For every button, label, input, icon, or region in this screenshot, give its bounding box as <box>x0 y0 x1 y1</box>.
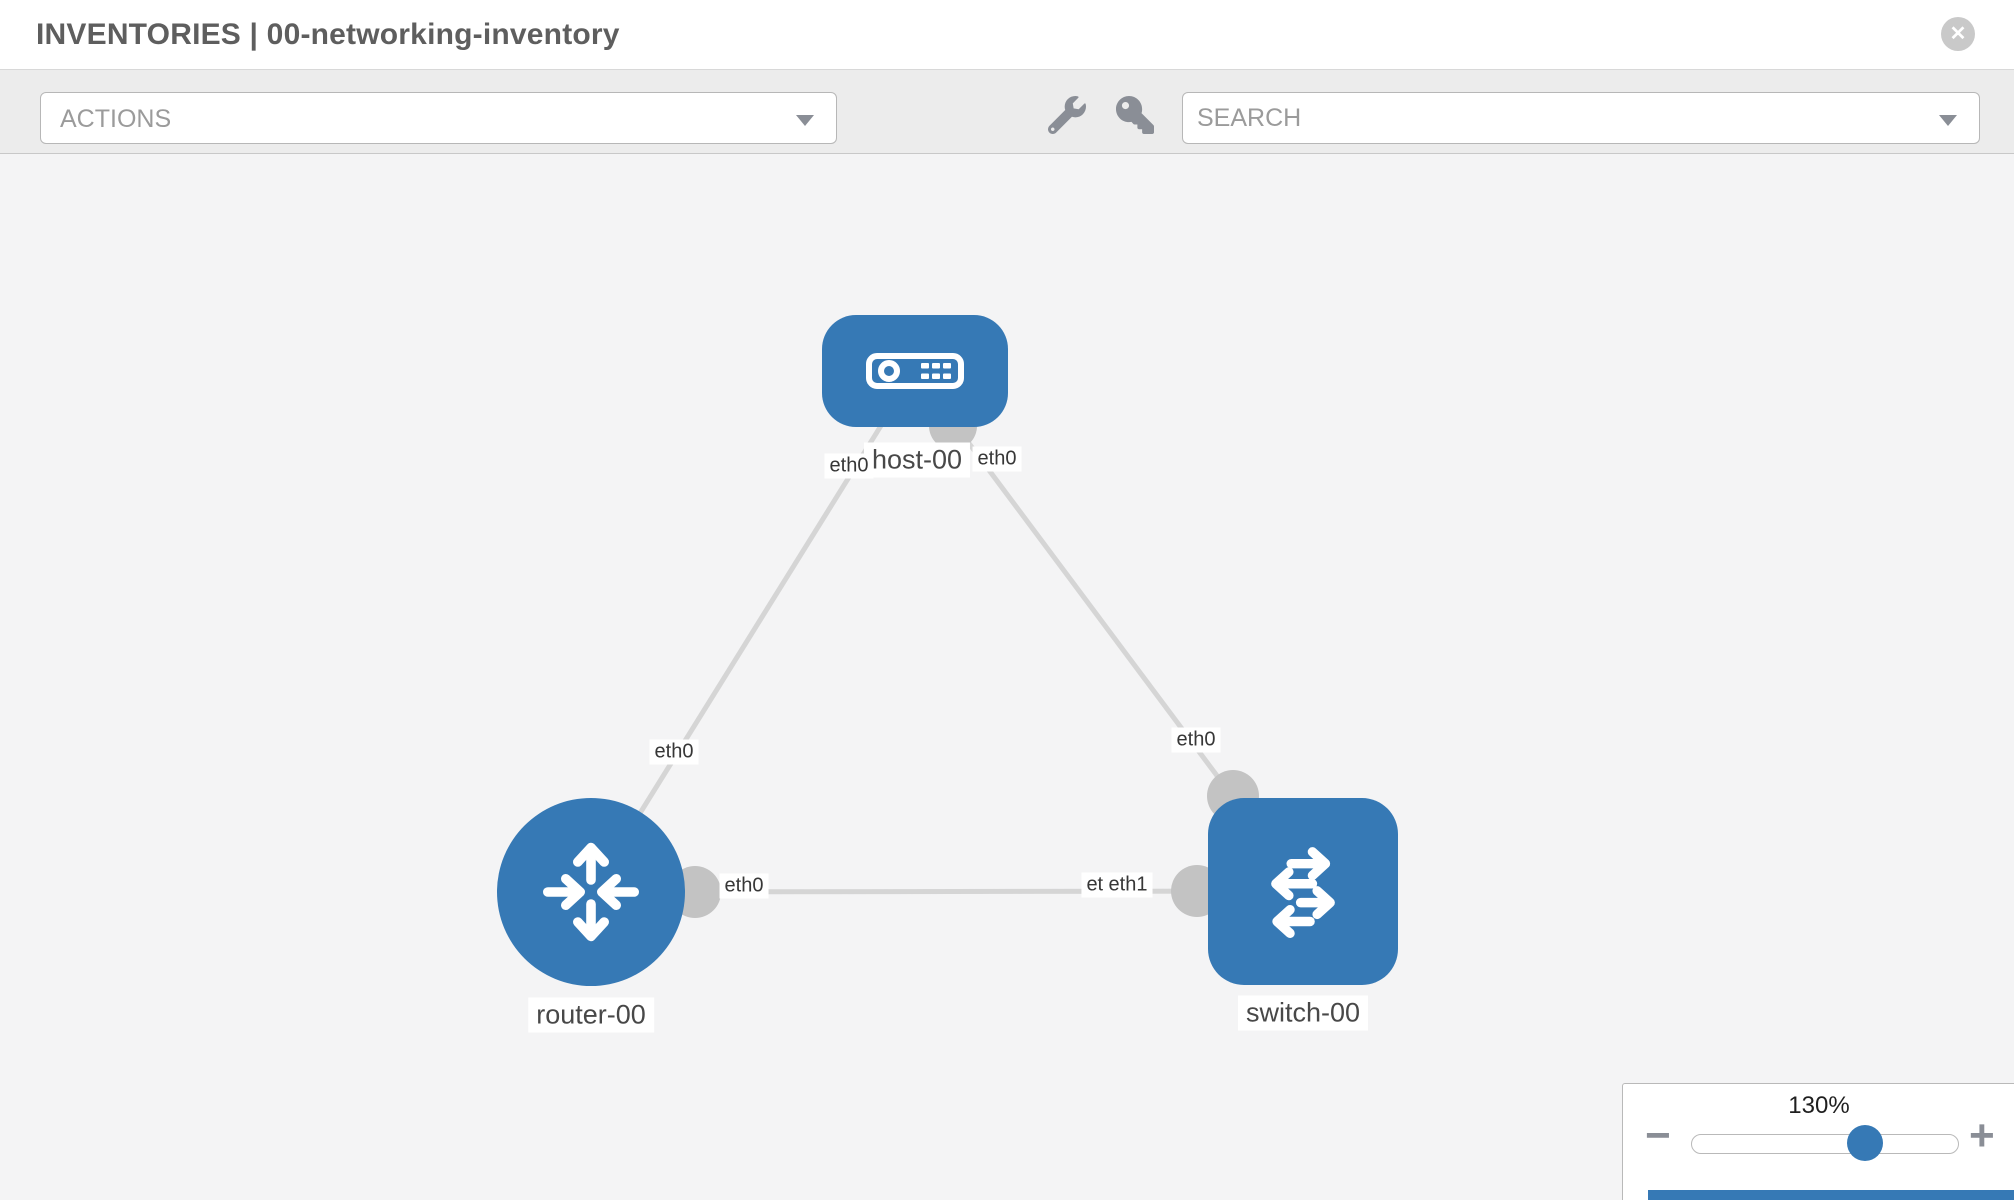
zoom-control-panel: 130% − + <box>1622 1083 2014 1200</box>
chevron-down-icon <box>1939 115 1957 126</box>
node-label-host: host-00 <box>863 442 971 478</box>
if-label-router-eth0: eth0 <box>719 873 769 899</box>
switch-icon <box>1271 846 1335 938</box>
close-icon[interactable]: ✕ <box>1941 17 1975 51</box>
bottom-blue-bar <box>1648 1190 2014 1200</box>
header: INVENTORIES | 00-networking-inventory ✕ <box>0 0 2014 70</box>
if-label-host-eth0-right: eth0 <box>972 446 1022 472</box>
actions-dropdown[interactable]: ACTIONS <box>40 92 837 144</box>
chevron-down-icon <box>796 115 814 126</box>
node-switch-00[interactable] <box>1208 798 1398 985</box>
page-title: INVENTORIES | 00-networking-inventory <box>36 18 620 51</box>
actions-dropdown-label: ACTIONS <box>60 105 172 133</box>
key-icon[interactable] <box>1116 96 1156 136</box>
zoom-slider[interactable] <box>1691 1134 1959 1154</box>
topology-canvas[interactable]: host-00 router-00 switch-00 eth0 eth0 et… <box>0 154 2014 1200</box>
zoom-in-button[interactable]: + <box>1969 1111 1995 1160</box>
search-input[interactable] <box>1197 93 1917 143</box>
if-label-router-eth0-uplink: eth0 <box>649 739 699 765</box>
router-icon <box>543 842 639 942</box>
node-label-router: router-00 <box>528 997 654 1033</box>
toolbar: ACTIONS <box>0 70 2014 154</box>
zoom-level-value: 130% <box>1788 1092 1850 1119</box>
if-label-switch-eth1: eth1 <box>1103 872 1153 898</box>
if-label-host-eth0-left: eth0 <box>824 453 874 479</box>
zoom-slider-thumb[interactable] <box>1847 1125 1883 1161</box>
wrench-icon[interactable] <box>1047 96 1088 136</box>
host-icon <box>866 353 964 389</box>
node-host-00[interactable] <box>822 315 1008 427</box>
if-label-switch-eth0: eth0 <box>1171 727 1221 753</box>
search-dropdown <box>1182 92 1980 144</box>
node-router-00[interactable] <box>497 798 685 986</box>
zoom-out-button[interactable]: − <box>1645 1111 1671 1160</box>
node-label-switch: switch-00 <box>1237 995 1369 1031</box>
